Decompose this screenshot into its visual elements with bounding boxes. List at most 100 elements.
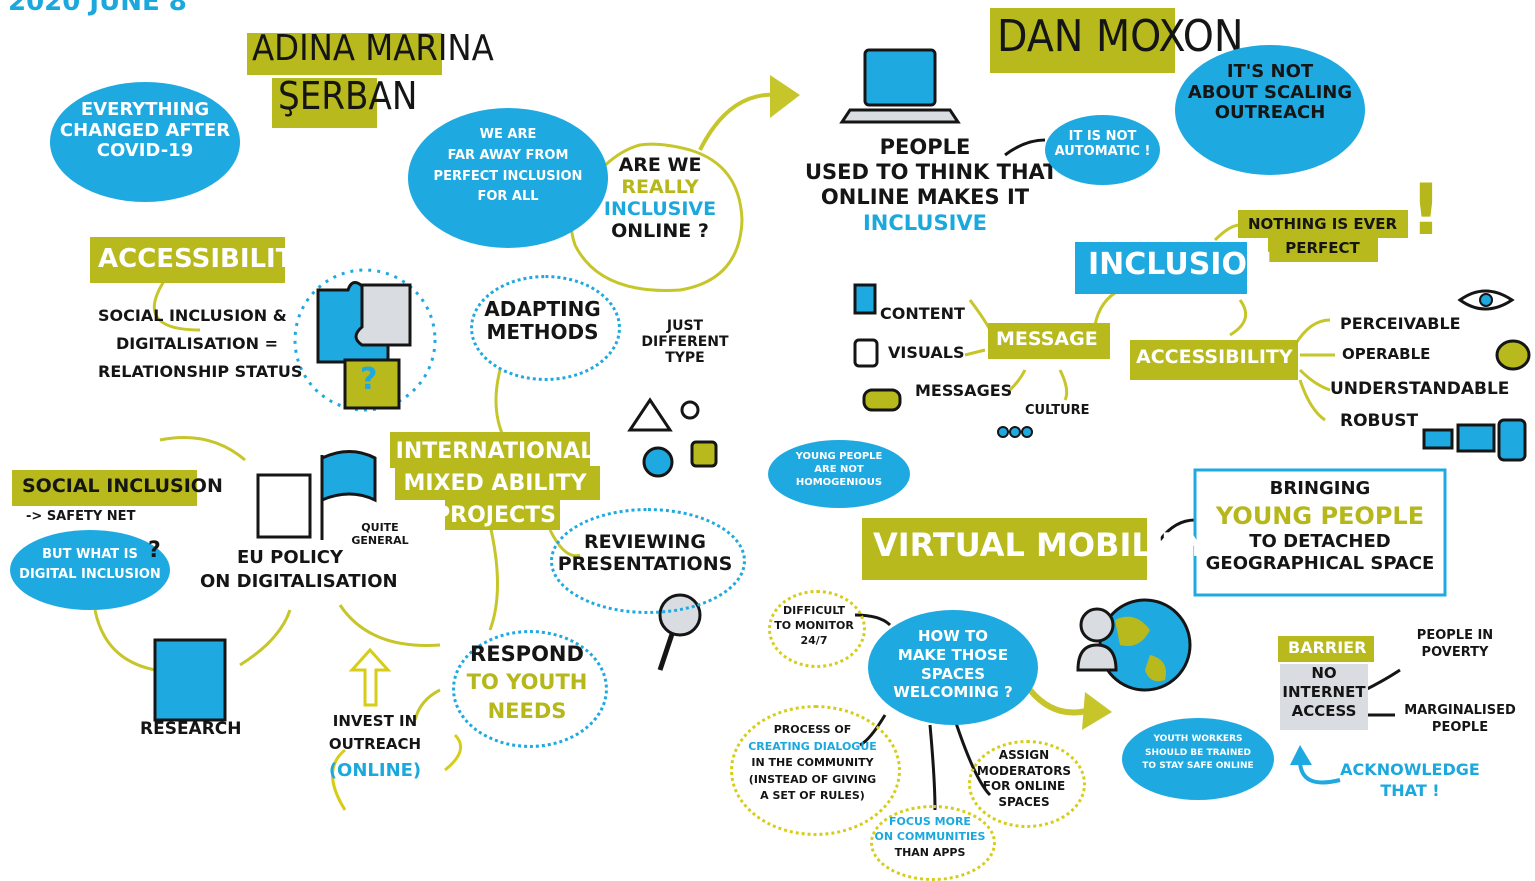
message-item-visuals: VISUALS xyxy=(888,343,965,362)
relationship-text: SOCIAL INCLUSION & DIGITALISATION = RELA… xyxy=(98,306,303,381)
inclusion-title: INCLUSION xyxy=(1088,247,1273,282)
virtual-mobility-highlight xyxy=(862,518,1147,580)
bubble-how-to xyxy=(868,610,1038,725)
arrow-acknowledge-head xyxy=(1290,745,1312,765)
bubble-youth-workers xyxy=(1122,718,1274,800)
barrier-highlight xyxy=(1278,636,1374,662)
principle-robust: ROBUST xyxy=(1340,411,1419,431)
social-inclusion-highlight xyxy=(12,470,197,506)
speaker-right-highlight xyxy=(990,8,1175,73)
question-inclusive: ARE WE REALLY INCLUSIVE ONLINE ? xyxy=(603,154,717,242)
eu-flag-icon xyxy=(320,450,377,503)
person-icon xyxy=(1079,607,1115,643)
line-understandable xyxy=(1298,368,1331,392)
laptop-base-icon xyxy=(839,108,961,124)
line-robust xyxy=(1298,379,1326,422)
principle-operable: OPERABLE xyxy=(1342,345,1431,363)
book-icon xyxy=(153,638,227,722)
line-adapting xyxy=(494,369,507,441)
bringing-young-people: BRINGING YOUNG PEOPLE TO DETACHED GEOGRA… xyxy=(1205,478,1435,574)
line-content xyxy=(968,299,992,331)
international-highlight-2 xyxy=(395,466,600,500)
social-inclusion-title: SOCIAL INCLUSION xyxy=(22,475,223,497)
arrow-up-invest xyxy=(348,647,392,707)
bubble-outline-inclusive xyxy=(569,142,744,292)
arrow-curl-left xyxy=(331,748,347,811)
olive-square-shape xyxy=(690,440,718,468)
line-int-respond xyxy=(488,524,499,631)
line-culture xyxy=(1058,369,1069,401)
message-item-content: CONTENT xyxy=(880,304,965,323)
bubble-young-people xyxy=(768,440,910,508)
line-visuals xyxy=(964,348,986,357)
virtual-mobility-title: VIRTUAL MOBILITY xyxy=(873,526,1209,564)
principle-perceivable: PERCEIVABLE xyxy=(1340,314,1461,333)
line-policy-respond xyxy=(338,604,441,647)
accessibility-right-highlight xyxy=(1130,340,1298,380)
bubble-far-away xyxy=(408,108,608,248)
people-used-to-think: PEOPLE USED TO THINK THAT ONLINE MAKES I… xyxy=(805,135,1058,235)
message-item-messages: MESSAGES xyxy=(915,381,1013,400)
international-highlight-3 xyxy=(445,498,560,530)
speaker-right-name: DAN MOXON xyxy=(997,11,1244,62)
focus-communities: FOCUS MORE ON COMMUNITIES THAN APPS xyxy=(874,815,986,859)
principle-understandable: UNDERSTANDABLE xyxy=(1330,379,1510,399)
content-icon xyxy=(853,283,877,315)
accessibility-right-title: ACCESSIBILITY xyxy=(1136,346,1293,368)
inclusion-highlight xyxy=(1075,242,1247,294)
exclaim-mark: ! xyxy=(1410,169,1442,251)
line-messages xyxy=(1008,369,1027,392)
people-group-icon xyxy=(997,426,1009,438)
line-perceivable xyxy=(1293,318,1331,346)
globe-icon xyxy=(1098,598,1192,692)
line-not-automatic xyxy=(1004,138,1046,157)
message-title: MESSAGE xyxy=(996,328,1098,350)
dotted-ring-assign xyxy=(968,740,1086,828)
message-item-culture: CULTURE xyxy=(1025,403,1090,418)
accessibility-left-title: ACCESSIBILITY xyxy=(98,244,313,274)
monitor-icon xyxy=(1456,423,1496,453)
speaker-left-highlight-2 xyxy=(272,78,377,128)
arrow-how-globe-head xyxy=(1082,692,1112,730)
question-mark-box: ? xyxy=(360,362,378,397)
research-label: RESEARCH xyxy=(140,719,242,739)
mouse-icon xyxy=(1495,339,1531,371)
phone-icon xyxy=(1497,418,1527,462)
messages-icon xyxy=(862,388,902,412)
page-header: 2020 JUNE 8 xyxy=(8,0,187,17)
dotted-ring-process xyxy=(730,705,901,836)
speaker-left-highlight xyxy=(247,33,442,75)
line-research-left xyxy=(93,609,156,672)
line-poverty xyxy=(1364,668,1401,692)
arrow-top-shaft xyxy=(698,92,781,151)
speaker-left-name: ADINA MARINA xyxy=(252,28,494,69)
line-focus xyxy=(928,724,937,811)
line-social xyxy=(159,436,246,462)
respond-youth-needs: RESPOND TO YOUTH NEEDS xyxy=(466,642,588,723)
dotted-ring-respond xyxy=(452,630,608,748)
visuals-icon xyxy=(853,338,879,368)
line-research-right xyxy=(239,609,292,667)
small-circle-shape xyxy=(680,400,700,420)
bubble-covid xyxy=(50,82,240,202)
speaker-left-surname: ŞERBAN xyxy=(278,74,418,118)
arrow-curl-right xyxy=(444,733,463,772)
line-invest xyxy=(413,688,441,721)
no-internet-box xyxy=(1280,664,1368,730)
tablet-icon xyxy=(1422,428,1454,450)
accessibility-left-highlight xyxy=(90,237,285,283)
